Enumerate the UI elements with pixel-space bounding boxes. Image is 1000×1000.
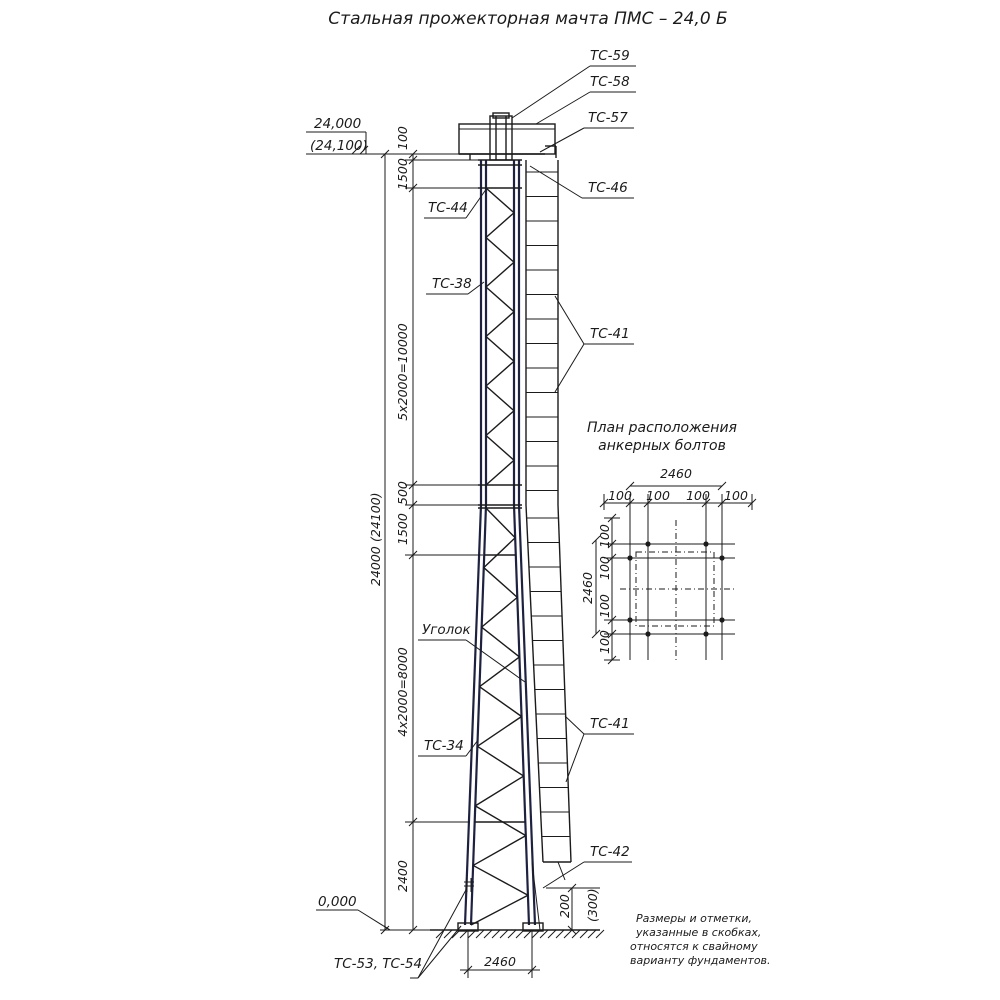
elevation-top-alt: (24,100) xyxy=(310,138,368,154)
elevation-ground-value: 0,000 xyxy=(318,894,357,910)
dim-200: 200 xyxy=(557,894,572,918)
callout-tc-42: ТС-42 xyxy=(590,844,630,860)
plan-top-seg-1: 100 xyxy=(608,488,632,503)
anchor-bolt xyxy=(627,617,633,623)
top-platform xyxy=(458,112,557,161)
dim-2400: 2400 xyxy=(395,860,410,892)
plan-top-seg-3: 100 xyxy=(686,488,710,503)
callout-tc-58: ТС-58 xyxy=(590,74,630,90)
vertical-dimension-chain xyxy=(380,149,483,935)
callout-leaders xyxy=(410,65,636,979)
note-line-4: варианту фундаментов. xyxy=(630,954,771,967)
anchor-bolt xyxy=(703,541,709,547)
callout-tc-46: ТС-46 xyxy=(588,180,628,196)
base-small-dimensions xyxy=(546,883,600,935)
ladder xyxy=(525,160,572,931)
plan-title-line2: анкерных болтов xyxy=(598,438,726,454)
callout-tc-44: ТС-44 xyxy=(428,200,468,216)
anchor-bolt xyxy=(719,555,725,561)
plan-left-seg-4: 100 xyxy=(597,630,612,654)
callout-ugolok: Уголок xyxy=(422,622,471,638)
plan-title-line1: План расположения xyxy=(587,420,737,436)
callout-tc-38: ТС-38 xyxy=(432,276,472,292)
anchor-bolt xyxy=(645,541,651,547)
callout-tc-34: ТС-34 xyxy=(424,738,464,754)
callout-tc-59: ТС-59 xyxy=(590,48,630,64)
dim-base-width: 2460 xyxy=(484,954,516,969)
plan-top-seg-2: 100 xyxy=(646,488,670,503)
callout-tc-53-54: ТС-53, ТС-54 xyxy=(334,956,422,972)
callout-tc-57: ТС-57 xyxy=(588,110,628,126)
plan-overall-width: 2460 xyxy=(660,466,692,481)
dim-5x2000: 5х2000=10000 xyxy=(395,323,410,420)
dim-1500-top: 1500 xyxy=(395,158,410,190)
plan-left-overall: 2460 xyxy=(580,572,595,604)
dim-100-top: 100 xyxy=(395,126,410,150)
anchor-bolt-plan xyxy=(591,481,757,665)
plan-left-seg-2: 100 xyxy=(597,556,612,580)
dim-1500-mid: 1500 xyxy=(395,513,410,545)
anchor-bolt xyxy=(645,631,651,637)
callout-tc-41-upper: ТС-41 xyxy=(590,326,630,342)
plan-left-seg-3: 100 xyxy=(597,594,612,618)
dim-total-24100: (24100) xyxy=(368,492,383,542)
mast-lattice xyxy=(457,159,544,932)
dim-total-24000: 24000 xyxy=(368,546,383,586)
callout-tc-41-lower: ТС-41 xyxy=(590,716,630,732)
anchor-bolt xyxy=(719,617,725,623)
note-line-1: Размеры и отметки, xyxy=(636,912,752,925)
dim-500: 500 xyxy=(395,481,410,505)
note-line-2: указанные в скобках, xyxy=(635,926,761,939)
plan-top-seg-4: 100 xyxy=(724,488,748,503)
note-line-3: относятся к свайному xyxy=(630,940,758,953)
base-width-dimension xyxy=(460,931,540,978)
anchor-bolt xyxy=(627,555,633,561)
dim-300: (300) xyxy=(585,888,600,922)
drawing-title: Стальная прожекторная мачта ПМС – 24,0 Б xyxy=(328,9,727,29)
dim-4x2000: 4х2000=8000 xyxy=(395,647,410,736)
plan-left-seg-1: 100 xyxy=(597,524,612,548)
anchor-bolt xyxy=(703,631,709,637)
elevation-top-value: 24,000 xyxy=(314,116,361,132)
